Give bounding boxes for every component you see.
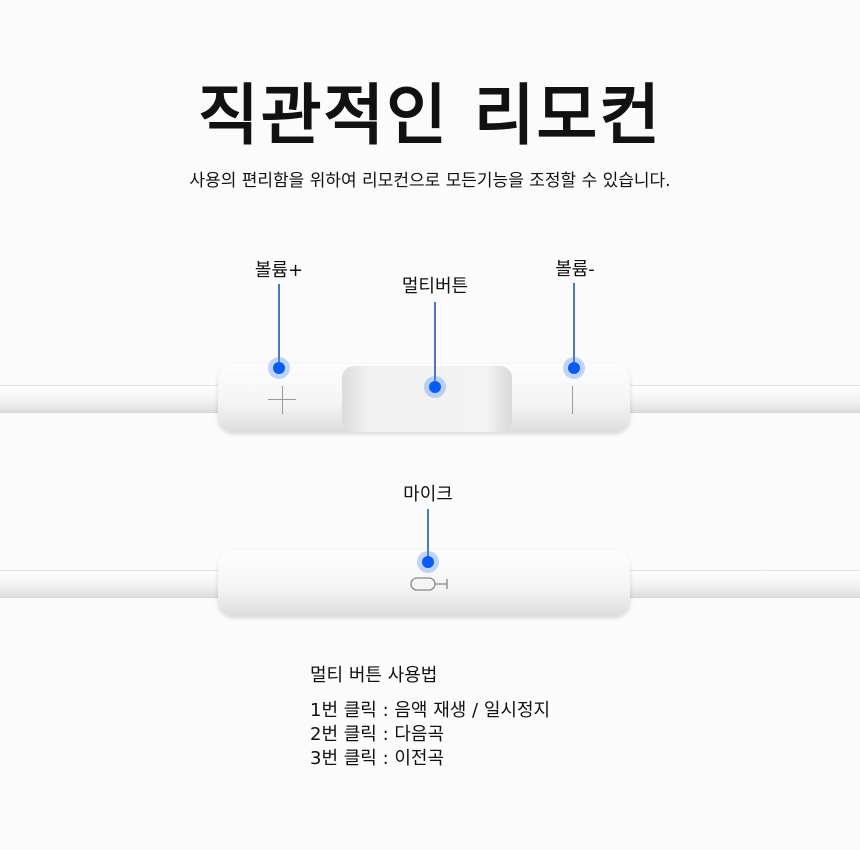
- label-volume-up: 볼륨+: [254, 260, 304, 281]
- page-title: 직관적인 리모컨: [197, 77, 663, 154]
- pointer-line: [434, 302, 436, 386]
- pointer-line: [278, 284, 280, 368]
- usage-line: 2번 클릭 : 다음곡: [310, 724, 445, 745]
- microphone-icon: [410, 577, 448, 591]
- label-microphone: 마이크: [403, 484, 453, 505]
- pointer-line: [573, 283, 575, 367]
- multi-button[interactable]: [342, 366, 512, 432]
- pointer-dot: [568, 362, 580, 374]
- label-multi-button: 멀티버튼: [401, 276, 469, 297]
- usage-heading: 멀티 버튼 사용법: [310, 665, 438, 686]
- usage-line: 3번 클릭 : 이전곡: [310, 748, 445, 769]
- pointer-dot: [429, 381, 441, 393]
- pointer-line: [427, 509, 429, 561]
- usage-line: 1번 클릭 : 음액 재생 / 일시정지: [310, 700, 551, 721]
- label-volume-down: 볼륨-: [555, 259, 595, 280]
- minus-icon: [572, 386, 573, 414]
- pointer-dot: [273, 362, 285, 374]
- plus-icon-vertical: [282, 386, 283, 414]
- subtitle: 사용의 편리함을 위하여 리모컨으로 모든기능을 조정할 수 있습니다.: [189, 171, 671, 191]
- pointer-dot: [422, 556, 434, 568]
